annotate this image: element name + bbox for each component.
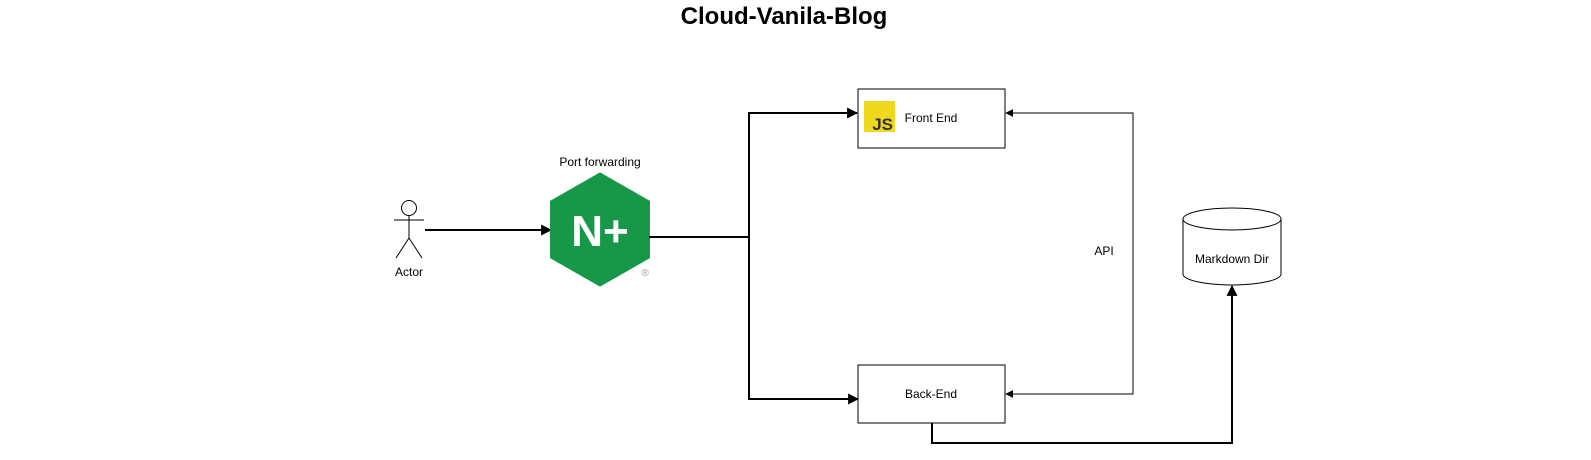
registered-mark: ® [641, 268, 649, 279]
storage-node: Markdown Dir [1182, 207, 1282, 286]
javascript-badge-text: JS [872, 115, 893, 134]
frontend-node: JS Front End [857, 88, 1006, 149]
nginx-plus-icon: N+ [550, 172, 650, 287]
edge-proxy-to-backend [748, 237, 860, 405]
edges-proxy-fanout [649, 107, 860, 405]
proxy-node: Port forwarding N+ ® [550, 155, 650, 287]
api-label: API [1094, 244, 1113, 258]
edge-api-to-backend [1005, 250, 1134, 398]
edge-backend-to-storage [931, 284, 1238, 444]
nginx-logo-text: N+ [571, 207, 628, 256]
edge-api-to-frontend [1005, 109, 1134, 250]
nginx-hexagon [550, 172, 650, 287]
actor: Actor [394, 200, 424, 279]
actor-label: Actor [395, 265, 423, 279]
database-cylinder-icon [1182, 207, 1282, 286]
actor-icon [394, 200, 424, 259]
edges-api [1005, 109, 1134, 398]
backend-label: Back-End [905, 387, 957, 401]
storage-label: Markdown Dir [1195, 252, 1269, 266]
diagram-title: Cloud-Vanila-Blog [680, 3, 888, 30]
frontend-label: Front End [905, 111, 958, 125]
edge-proxy-to-frontend [649, 107, 859, 238]
javascript-icon: JS [864, 101, 895, 134]
backend-node: Back-End [857, 364, 1006, 424]
proxy-caption: Port forwarding [559, 155, 640, 169]
